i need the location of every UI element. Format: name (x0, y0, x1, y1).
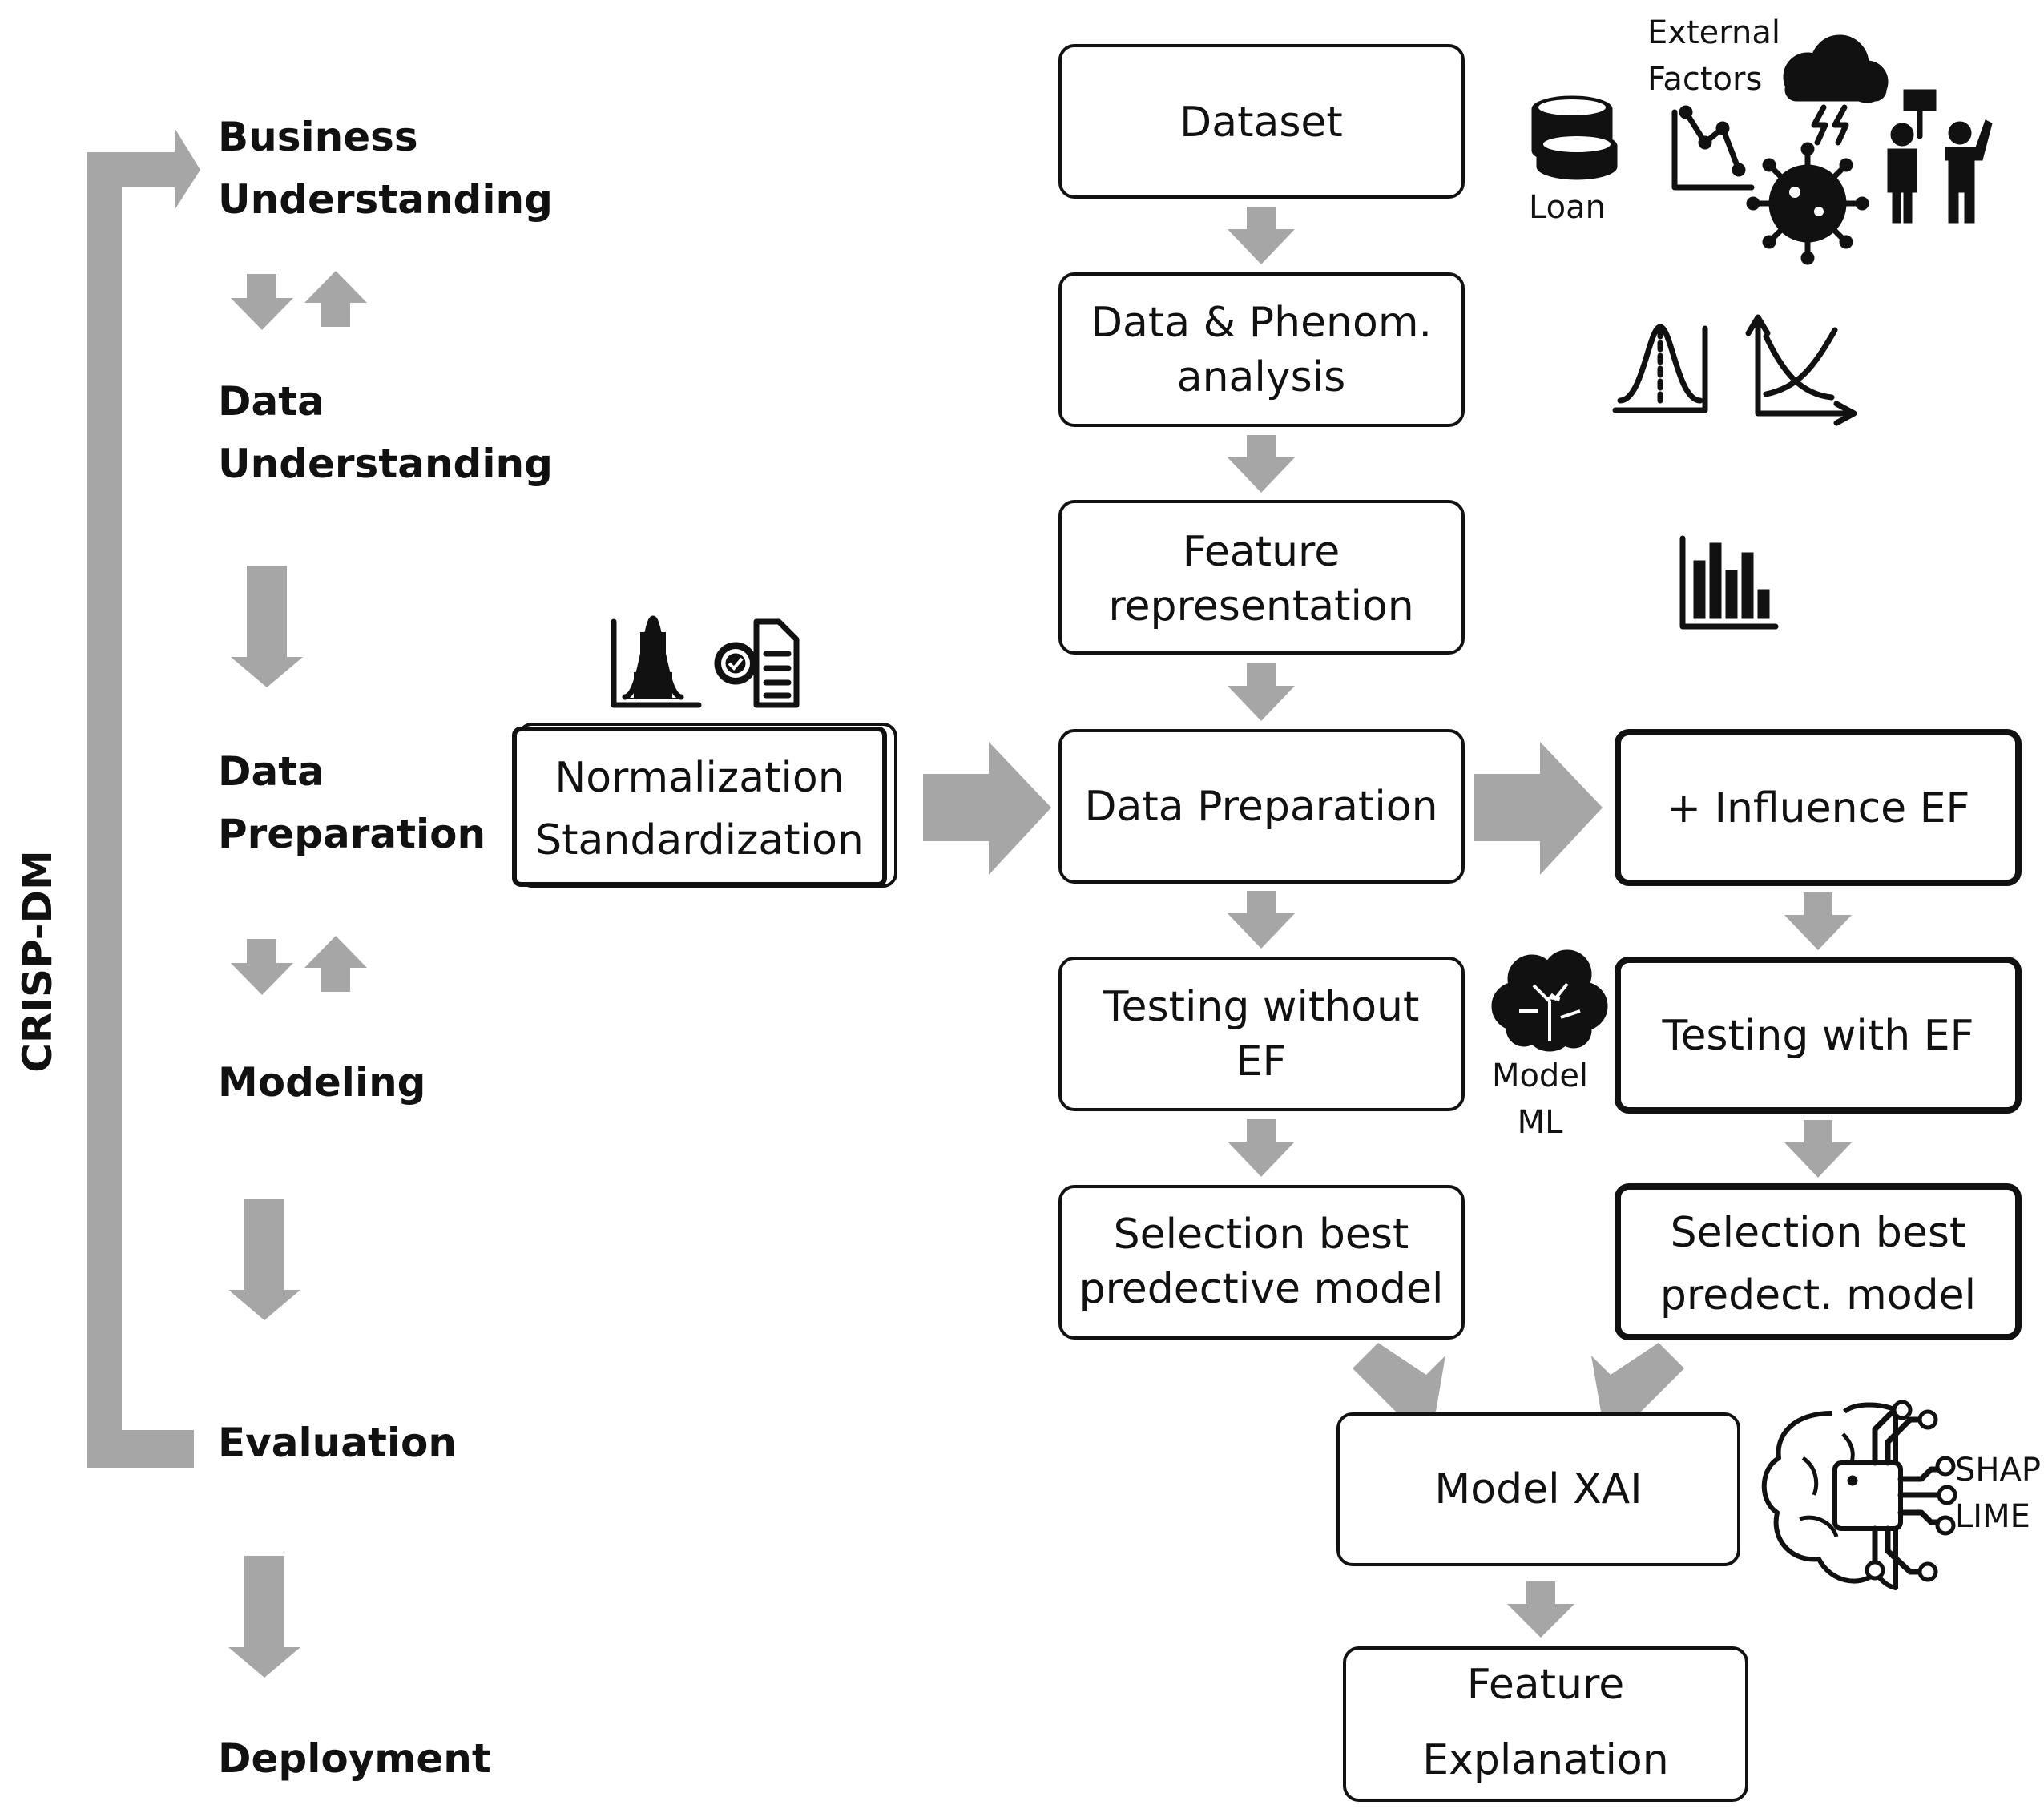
box-feature-explanation: Feature Explanation (1343, 1646, 1748, 1802)
bell-curve-icon (1612, 324, 1708, 413)
down-arrow-2 (228, 1199, 300, 1320)
svg-text:analysis: analysis (1177, 353, 1346, 401)
svg-text:representation: representation (1108, 582, 1413, 631)
phase-label-line: Business (218, 114, 418, 160)
phase-data-preparation: Data Preparation (218, 748, 486, 857)
phase-evaluation: Evaluation (218, 1420, 457, 1466)
box-data-preparation: Data Preparation (1058, 729, 1465, 884)
right-arrow-normalization (923, 742, 1051, 875)
down-arrow-r1 (1784, 892, 1852, 950)
svg-text:Feature: Feature (1467, 1661, 1625, 1709)
box-label-line: Normalization (554, 754, 844, 802)
svg-text:Testing without: Testing without (1103, 983, 1420, 1031)
phase-label-line: Preparation (218, 811, 486, 857)
svg-text:predect. model: predect. model (1660, 1271, 1976, 1319)
down-arrow-c4 (1228, 891, 1295, 949)
protest-icon (1887, 89, 1993, 224)
lime-label: LIME (1955, 1498, 2030, 1535)
box-selection-right: Selection best predect. model (1615, 1183, 2022, 1340)
svg-text:EF: EF (1236, 1037, 1287, 1086)
down-arrow-c5 (1228, 1119, 1295, 1177)
model-ml-label-1: Model (1492, 1058, 1588, 1094)
box-influence-ef: + Influence EF (1615, 729, 2022, 886)
svg-text:Explanation: Explanation (1422, 1736, 1668, 1784)
storm-cloud-icon (1783, 34, 1889, 146)
coins-icon (1531, 95, 1618, 180)
svg-text:+ Influence EF: + Influence EF (1667, 784, 1970, 832)
crisp-bracket (87, 128, 200, 1468)
svg-text:Feature: Feature (1183, 528, 1340, 576)
box-dataset: Dataset (1058, 44, 1465, 199)
histogram-icon (611, 615, 702, 708)
box-model-xai: Model XAI (1336, 1412, 1740, 1566)
down-arrow-r2 (1784, 1120, 1852, 1178)
svg-text:Selection best: Selection best (1114, 1211, 1409, 1259)
down-up-arrows-1 (231, 271, 367, 330)
box-label-line: Standardization (535, 816, 864, 864)
loan-label: Loan (1529, 189, 1606, 226)
phase-modeling: Modeling (218, 1059, 425, 1106)
line-chart-icon (1671, 105, 1755, 191)
phase-label-line: Understanding (218, 176, 553, 223)
down-arrow-3 (228, 1556, 300, 1678)
down-arrow-c3 (1228, 663, 1295, 721)
svg-text:Testing with EF: Testing with EF (1662, 1012, 1974, 1060)
svg-text:predective model: predective model (1079, 1265, 1444, 1313)
bar-chart-icon (1679, 535, 1779, 630)
phase-data-understanding: Data Understanding (218, 378, 553, 487)
document-gear-icon (714, 618, 800, 708)
ai-brain-circuit-icon (1761, 1400, 1957, 1590)
diagonal-arrow-left (1353, 1343, 1445, 1434)
diagonal-arrow-right (1591, 1343, 1684, 1434)
phase-label-line: Understanding (218, 441, 553, 487)
brain-icon (1491, 949, 1608, 1052)
box-testing-with-ef: Testing with EF (1615, 957, 2022, 1114)
phase-business-understanding: Business Understanding (218, 114, 553, 223)
external-factors-label-2: Factors (1647, 61, 1762, 98)
box-selection-left: Selection best predective model (1058, 1185, 1465, 1340)
svg-text:Selection best: Selection best (1671, 1209, 1966, 1257)
crisp-dm-column: CRISP-DM Business Understanding Data Und… (14, 114, 553, 1782)
decay-curve-icon (1745, 314, 1857, 426)
svg-text:Data Preparation: Data Preparation (1084, 783, 1437, 831)
svg-text:Data & Phenom.: Data & Phenom. (1091, 299, 1432, 347)
box-feature-representation: Feature representation (1058, 500, 1465, 655)
model-ml-label-2: ML (1518, 1104, 1564, 1141)
svg-text:Model XAI: Model XAI (1434, 1465, 1642, 1513)
shap-label: SHAP (1955, 1452, 2041, 1489)
svg-text:Dataset: Dataset (1179, 99, 1343, 147)
external-factors-label-1: External (1647, 14, 1780, 51)
down-arrow-c2 (1228, 435, 1295, 493)
down-arrow-xai (1507, 1581, 1574, 1638)
phase-label-line: Data (218, 748, 325, 795)
normalization-box: Normalization Standardization (512, 723, 897, 888)
virus-icon (1746, 142, 1869, 265)
down-arrow-c1 (1228, 207, 1295, 264)
down-up-arrows-2 (231, 936, 367, 995)
crisp-title: CRISP-DM (14, 850, 61, 1073)
phase-label-line: Data (218, 378, 325, 425)
phase-deployment: Deployment (218, 1735, 491, 1782)
down-arrow-1 (231, 566, 303, 687)
box-testing-without-ef: Testing without EF (1058, 957, 1465, 1111)
box-data-phenom-analysis: Data & Phenom. analysis (1058, 272, 1465, 427)
right-arrow-dataprep (1474, 742, 1603, 875)
